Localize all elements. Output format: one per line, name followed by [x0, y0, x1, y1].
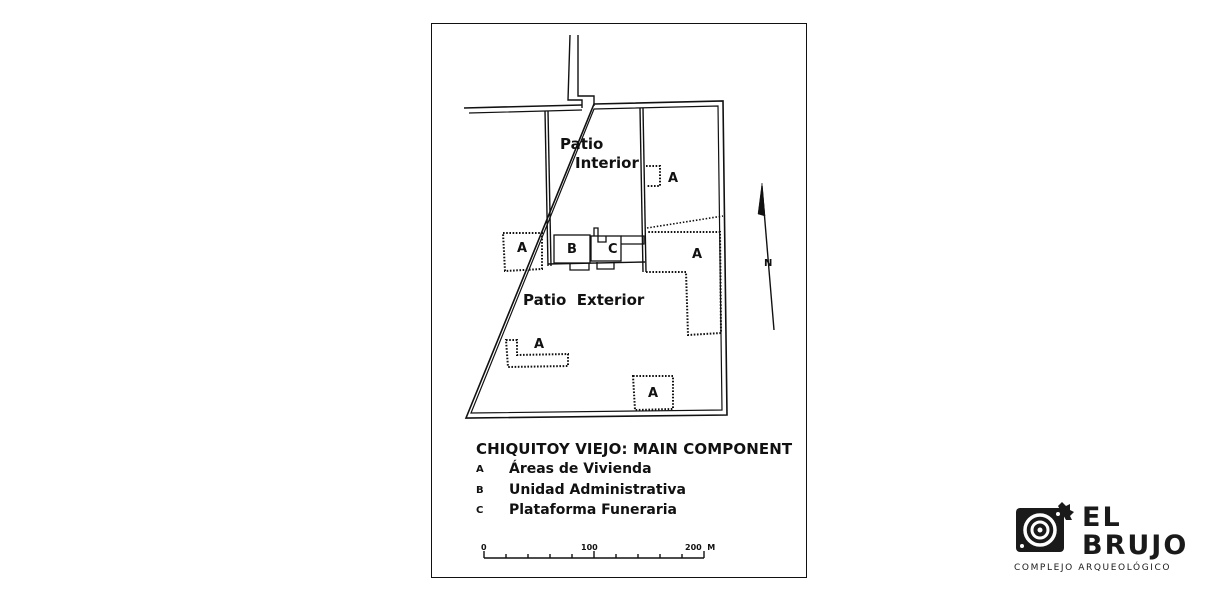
spiral-emblem-icon: [1016, 502, 1074, 552]
patio-interior-label: Patio: [560, 135, 604, 153]
patio-exterior-label: Patio Exterior: [523, 291, 645, 309]
outer-wall: [463, 100, 728, 419]
legend-text: Áreas de Vivienda: [509, 461, 652, 477]
legend-key: C: [476, 505, 484, 516]
legend-text: Unidad Administrativa: [509, 482, 686, 498]
scale-tick-label: 100: [581, 543, 598, 552]
area-a-label: A: [517, 241, 528, 256]
area-a-label: A: [648, 386, 659, 401]
legend-text: Plataforma Funeraria: [509, 502, 677, 518]
legend-key: A: [476, 464, 484, 475]
el-brujo-logo: EL BRUJO COMPLEJO ARQUEOLÓGICO: [1010, 500, 1190, 580]
logo-title-line1: EL: [1082, 502, 1122, 533]
map-frame: [431, 23, 807, 578]
scale-tick-label: 200 M: [685, 543, 716, 552]
entrance-corridor: [567, 34, 595, 108]
scale-tick-label: 0: [481, 543, 487, 552]
scale-bar: [483, 551, 705, 559]
patio-interior-label-2: Interior: [575, 154, 639, 172]
habitation-areas: [501, 165, 723, 412]
dotted-divider: [646, 215, 724, 229]
north-label: N: [764, 258, 773, 269]
legend-title: CHIQUITOY VIEJO: MAIN COMPONENT: [476, 440, 793, 458]
area-c-label: C: [608, 242, 618, 257]
legend-key: B: [476, 485, 484, 496]
area-a-label: A: [534, 337, 545, 352]
logo-title-line2: BRUJO: [1082, 530, 1189, 561]
area-a-label: A: [692, 247, 703, 262]
structure-b-c: [553, 227, 645, 271]
area-b-label: B: [567, 242, 577, 257]
area-a-label: A: [668, 171, 679, 186]
logo-subtitle: COMPLEJO ARQUEOLÓGICO: [1014, 563, 1172, 573]
north-arrow: [757, 182, 775, 331]
patio-interior-walls: [544, 107, 647, 273]
